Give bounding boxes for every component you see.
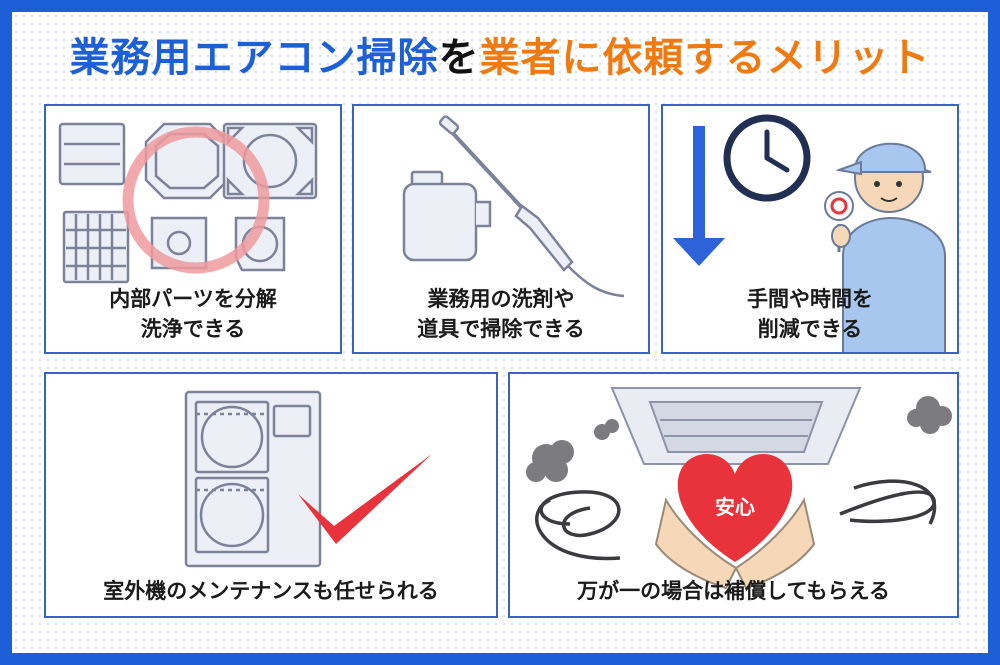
sprayer-detergent-icon [402,115,625,298]
panel-detergent: 業務用の洗剤や 道具で掃除できる [352,104,650,354]
caption-compensation: 万が一の場合は補償してもらえる [510,576,957,606]
title-part-orange: 業者に依頼するメリット [479,35,931,81]
worker-clock-icon [673,114,946,352]
caption-line: 業務用の洗剤や [427,287,575,311]
panel-time-saving: 手間や時間を 削減できる [661,104,959,354]
caption-line: 万が一の場合は補償してもらえる [577,579,890,603]
caption-time-saving: 手間や時間を 削減できる [663,284,957,344]
page-title: 業務用エアコン掃除を業者に依頼するメリット [0,30,1000,86]
disassembled-parts-icon [58,122,318,284]
panel-outdoor-unit: 室外機のメンテナンスも任せられる [44,372,498,618]
caption-line: 洗浄できる [140,317,246,341]
arrow-down-icon [693,126,705,242]
dust-cloud-icon [526,396,952,482]
caption-line: 室外機のメンテナンスも任せられる [103,579,439,603]
panel-disassemble: 内部パーツを分解 洗浄できる [44,104,342,354]
caption-detergent: 業務用の洗剤や 道具で掃除できる [354,284,648,344]
caption-line: 削減できる [757,317,863,341]
title-part-black: を [438,35,480,81]
heart-label: 安心 [715,495,755,519]
outdoor-unit-check-icon [184,390,432,568]
worker-icon [824,142,946,352]
caption-line: 内部パーツを分解 [109,287,277,311]
caption-disassemble: 内部パーツを分解 洗浄できる [46,284,340,344]
panel-compensation: 安心 万が一の場合は補償してもらえる [508,372,959,618]
title-part-blue: 業務用エアコン掃除 [69,35,439,81]
caption-line: 道具で掃除できる [417,317,585,341]
caption-outdoor-unit: 室外機のメンテナンスも任せられる [46,576,496,606]
caption-line: 手間や時間を [747,287,873,311]
heart-icon [677,454,793,562]
heart-hands-icon: 安心 [526,387,952,590]
